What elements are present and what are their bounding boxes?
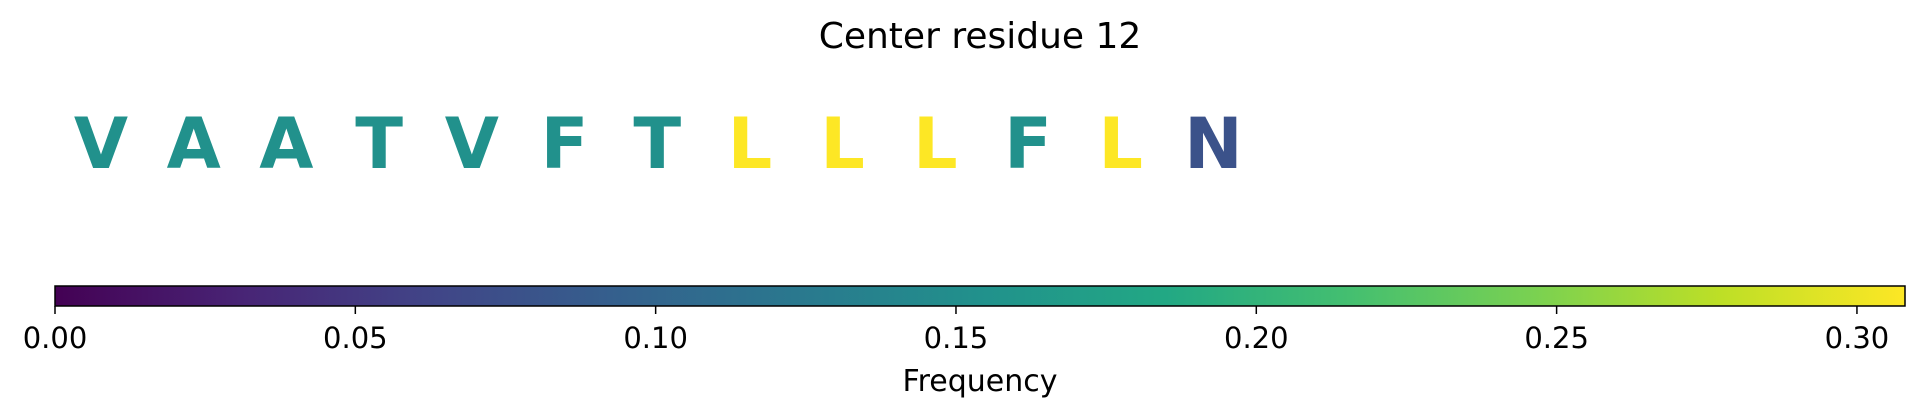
residue-letter: A	[259, 103, 313, 185]
residue-letter: F	[1004, 103, 1052, 185]
colorbar-tick-label: 0.10	[623, 321, 688, 355]
colorbar-label: Frequency	[903, 364, 1058, 399]
residue-letter: L	[913, 103, 958, 185]
residue-letter: V	[74, 103, 128, 185]
residue-letter: N	[1184, 103, 1243, 185]
residue-letter: V	[445, 103, 499, 185]
colorbar-tick-label: 0.15	[924, 321, 989, 355]
colorbar-tick-label: 0.05	[323, 321, 388, 355]
residue-letter: A	[167, 103, 221, 185]
colorbar-tick-label: 0.25	[1524, 321, 1589, 355]
residue-letter: L	[728, 103, 773, 185]
colorbar-tick-label: 0.00	[23, 321, 88, 355]
residue-letter: L	[820, 103, 865, 185]
colorbar-tick-label: 0.30	[1825, 321, 1890, 355]
colorbar-ticks: 0.00 0.05 0.10 0.15 0.20 0.25 0.30	[23, 306, 1890, 355]
residue-letter: T	[355, 103, 403, 185]
colorbar-tick-label: 0.20	[1224, 321, 1289, 355]
residue-letter: L	[1098, 103, 1143, 185]
chart-title: Center residue 12	[819, 16, 1142, 57]
colorbar	[54, 285, 1906, 307]
residue-letter: T	[633, 103, 681, 185]
residue-letter: F	[541, 103, 589, 185]
